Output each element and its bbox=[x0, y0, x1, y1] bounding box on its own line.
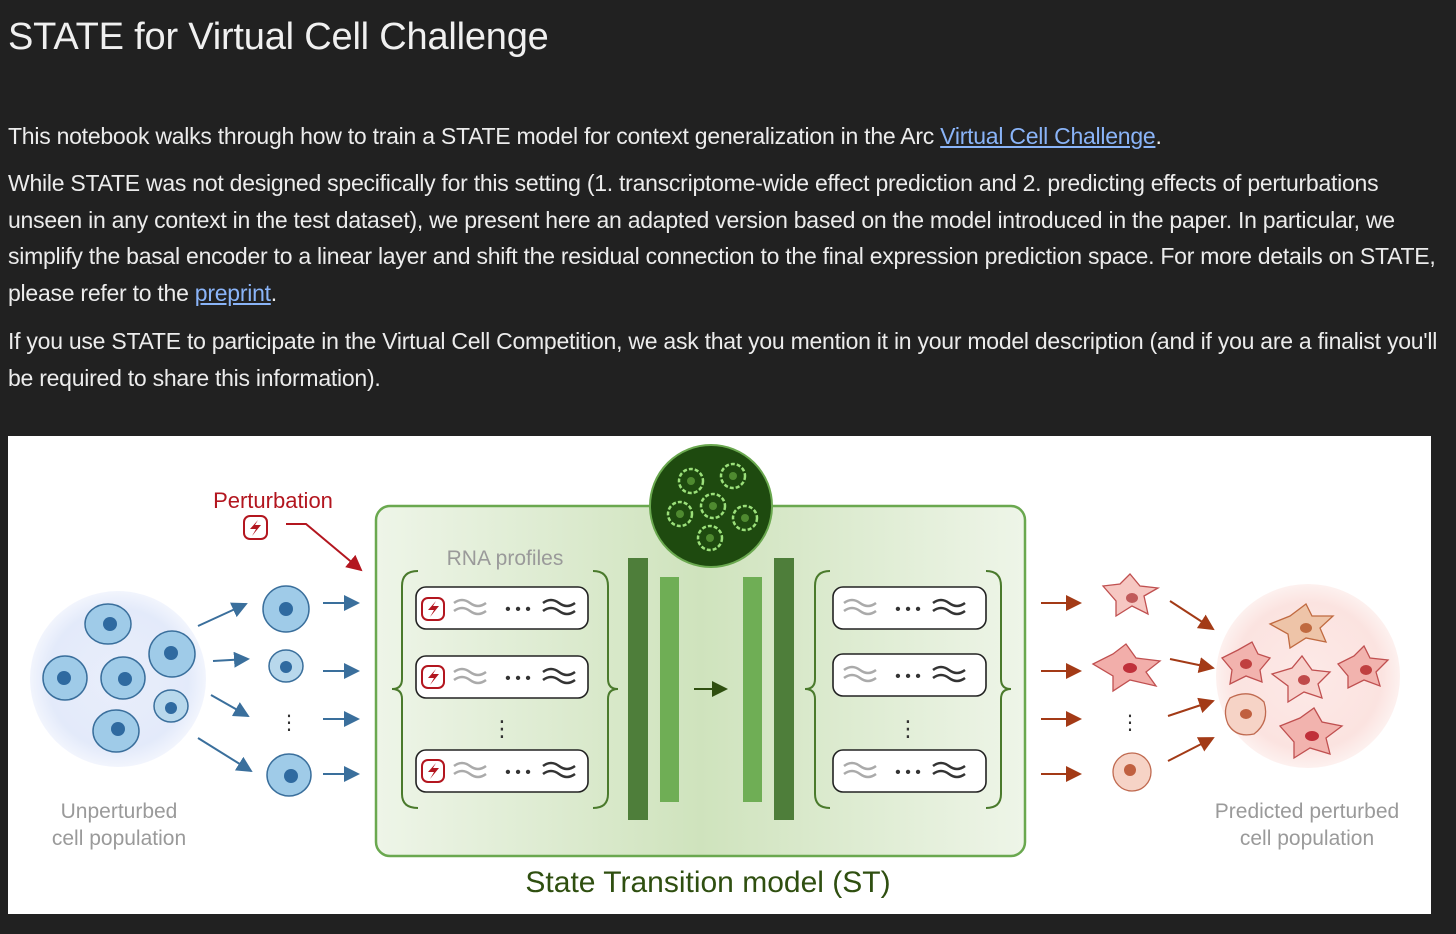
svg-text:⋮: ⋮ bbox=[897, 716, 919, 741]
details-text: While STATE was not designed specificall… bbox=[8, 170, 1436, 306]
single-cells: ⋮ bbox=[262, 585, 312, 797]
details-paragraph: While STATE was not designed specificall… bbox=[8, 165, 1453, 311]
intro-paragraph: This notebook walks through how to train… bbox=[8, 118, 1448, 155]
sampling-arrows bbox=[197, 602, 253, 773]
svg-text:• • •: • • • bbox=[895, 764, 921, 781]
cell-set-icon bbox=[649, 444, 773, 568]
virtual-cell-challenge-link[interactable]: Virtual Cell Challenge bbox=[940, 123, 1156, 149]
aggregation-arrows bbox=[1167, 600, 1215, 762]
predicted-label-2: cell population bbox=[1240, 827, 1374, 850]
rna-profile-rows-input: • • • • • • ⋮ • • • bbox=[415, 586, 589, 793]
svg-text:• • •: • • • bbox=[505, 670, 531, 687]
perturbation-label: Perturbation bbox=[213, 488, 333, 513]
svg-text:• • •: • • • bbox=[895, 601, 921, 618]
lightning-icon bbox=[243, 515, 268, 540]
output-arrows bbox=[1041, 595, 1082, 782]
model-label: State Transition model (ST) bbox=[525, 866, 890, 899]
state-model-figure: Unperturbed cell population ⋮ Perturbati… bbox=[8, 436, 1431, 914]
unperturbed-population bbox=[30, 591, 206, 767]
svg-text:⋮: ⋮ bbox=[1120, 712, 1140, 734]
svg-text:• • •: • • • bbox=[505, 764, 531, 781]
svg-text:⋮: ⋮ bbox=[279, 712, 299, 734]
intro-end: . bbox=[1155, 123, 1162, 149]
blue-cell-icon bbox=[42, 603, 196, 753]
citation-paragraph: If you use STATE to participate in the V… bbox=[8, 328, 1438, 391]
unperturbed-label-2: cell population bbox=[52, 827, 186, 850]
details-end: . bbox=[270, 279, 277, 306]
rna-profile-rows-output: • • • • • • ⋮ • • • bbox=[832, 586, 987, 793]
input-arrows bbox=[323, 595, 360, 782]
unperturbed-label-1: Unperturbed bbox=[61, 800, 178, 823]
intro-text: This notebook walks through how to train… bbox=[8, 123, 941, 149]
rna-profiles-label: RNA profiles bbox=[447, 547, 564, 570]
svg-text:• • •: • • • bbox=[505, 601, 531, 618]
predicted-label-1: Predicted perturbed bbox=[1215, 800, 1399, 823]
svg-text:• • •: • • • bbox=[895, 668, 921, 685]
predicted-population bbox=[1216, 584, 1400, 768]
predicted-single-cells: ⋮ bbox=[1091, 573, 1162, 792]
state-transition-model: RNA profiles • • • • • • ⋮ bbox=[374, 444, 1027, 858]
preprint-link[interactable]: preprint bbox=[194, 279, 271, 306]
page-title: STATE for Virtual Cell Challenge bbox=[8, 16, 549, 58]
svg-text:⋮: ⋮ bbox=[491, 716, 513, 741]
pink-cell-icon bbox=[1220, 603, 1390, 760]
